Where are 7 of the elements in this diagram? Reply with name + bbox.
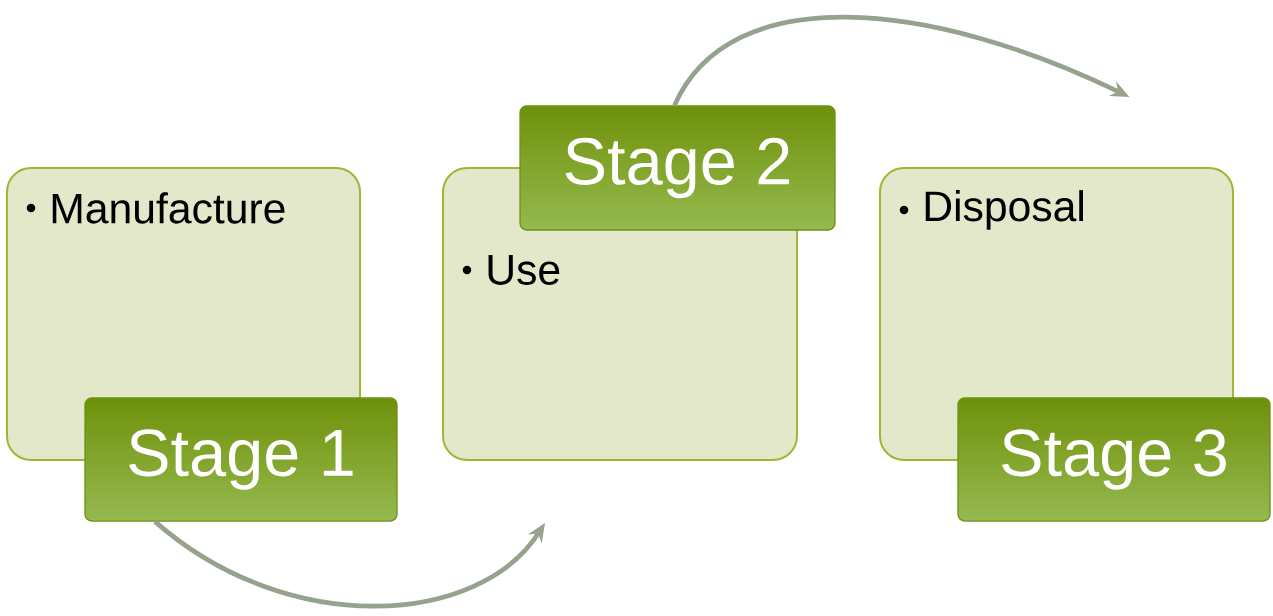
curved-arrow — [153, 519, 545, 609]
bullet-item: Manufacture — [26, 192, 285, 224]
bullet-item: Disposal — [899, 190, 1083, 230]
bullet-item: Use — [462, 255, 560, 285]
stage-label: Stage 2 — [519, 105, 836, 231]
stage-label: Stage 1 — [84, 397, 398, 522]
stage-label: Stage 3 — [957, 397, 1271, 522]
